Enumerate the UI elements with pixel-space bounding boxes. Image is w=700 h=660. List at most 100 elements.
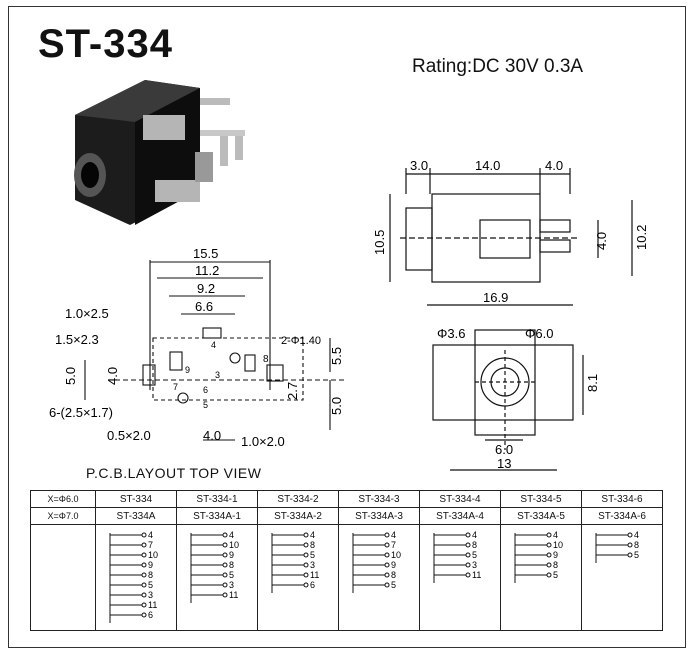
table-cell: ST-334-3 [338, 490, 420, 508]
side-view-drawing: 3.0 14.0 4.0 10.5 4.0 10.2 [372, 158, 649, 283]
table-cell: ST-334A-1 [176, 507, 258, 525]
schematic-terminal [303, 532, 309, 538]
table-cell: ST-334-4 [419, 490, 501, 508]
schematic-diagram: 485 [595, 530, 639, 563]
dim-pcb-right2: 2.7 [285, 382, 300, 400]
schematic-pin-label: 9 [148, 560, 153, 570]
schematic-terminal [465, 542, 471, 548]
dim-side-height-right: 10.2 [634, 225, 649, 250]
schematic-terminal [222, 582, 228, 588]
schematic-terminal [465, 552, 471, 558]
schematic-terminal [141, 582, 147, 588]
schematic-terminal [546, 562, 552, 568]
pin-label: 4 [211, 340, 216, 350]
table-cell: ST-334-2 [257, 490, 339, 508]
schematic-terminal [384, 572, 390, 578]
schematic-pin-label: 5 [391, 580, 396, 590]
pin-label: 5 [203, 400, 208, 410]
schematic-terminal [141, 532, 147, 538]
dim-pcb-1: 15.5 [193, 246, 218, 261]
schematic-pin-label: 8 [472, 540, 477, 550]
pin-label: 8 [263, 354, 269, 365]
schematic-terminal [141, 592, 147, 598]
schematic-terminal [384, 562, 390, 568]
schematic-pin-label: 4 [148, 530, 153, 540]
schematic-pin-label: 8 [229, 560, 234, 570]
schematic-pin-label: 11 [148, 600, 157, 610]
pad-c-label: 6-(2.5×1.7) [49, 405, 113, 420]
schematic-pin-label: 11 [472, 570, 481, 580]
pcb-layout-drawing: 15.5 11.2 9.2 6.6 1.0×2.5 1.5×2.3 6-(2.5… [49, 246, 345, 449]
schematic-terminal [303, 572, 309, 578]
front-view-drawing: 16.9 Φ3.6 Φ6.0 8.1 6.0 13 [427, 290, 600, 471]
dim-base: 13 [497, 456, 511, 471]
schematic-pin-label: 7 [148, 540, 153, 550]
schematic-terminal [546, 552, 552, 558]
schematic-terminal [141, 572, 147, 578]
table-cell: ST-334-6 [581, 490, 663, 508]
schematic-terminal [303, 582, 309, 588]
schematic-terminal [627, 532, 633, 538]
schematic-terminal [141, 602, 147, 608]
dim-side-mid: 14.0 [475, 158, 500, 173]
table-cell: ST-334A-6 [581, 507, 663, 525]
schematic-pin-label: 4 [634, 530, 639, 540]
schematic-terminal [546, 572, 552, 578]
table-cell: ST-334A-2 [257, 507, 339, 525]
schematic-terminal [222, 572, 228, 578]
schematic-terminal [384, 582, 390, 588]
table-row: X=Φ6.0 ST-334 ST-334-1 ST-334-2 ST-334-3… [30, 490, 663, 508]
dim-pcb-2: 11.2 [195, 263, 219, 278]
dim-pcb-4: 6.6 [195, 299, 213, 314]
dim-pcb-right1: 5.5 [329, 347, 344, 365]
schematic-pin-label: 5 [148, 580, 153, 590]
schematic-terminal [303, 562, 309, 568]
schematic-pin-label: 8 [310, 540, 315, 550]
schematic-pin-label: 8 [553, 560, 558, 570]
schematic-terminal [222, 562, 228, 568]
row-head: X=Φ7.0 [30, 507, 96, 525]
schematic-terminal [141, 562, 147, 568]
schematic-terminal [222, 542, 228, 548]
dim-pin-height: 4.0 [594, 232, 609, 250]
schematic-terminal [222, 592, 228, 598]
schematic-terminal [222, 552, 228, 558]
table-row: X=Φ7.0 ST-334A ST-334A-1 ST-334A-2 ST-33… [30, 507, 663, 525]
schematic-terminal [303, 552, 309, 558]
schematic-terminal [141, 612, 147, 618]
schematic-pin-label: 5 [553, 570, 558, 580]
pad-e-label: 1.0×2.0 [241, 434, 285, 449]
schematic-pin-label: 4 [229, 530, 234, 540]
dim-front-height: 8.1 [585, 374, 600, 392]
table-cell: ST-334A [95, 507, 177, 525]
row-head: X=Φ6.0 [30, 490, 96, 508]
schematic-terminal [465, 572, 471, 578]
pad-a-label: 1.0×2.5 [65, 306, 109, 321]
dim-hole-2: Φ6.0 [525, 326, 553, 341]
schematic-pin-label: 11 [229, 590, 238, 600]
schematic-pin-label: 10 [148, 550, 158, 560]
schematic-pin-label: 9 [553, 550, 558, 560]
schematic-terminal [141, 552, 147, 558]
schematic-pin-label: 8 [634, 540, 639, 550]
dim-side-left: 3.0 [410, 158, 428, 173]
schematic-pin-label: 4 [472, 530, 477, 540]
schematic-pin-label: 10 [229, 540, 239, 550]
schematic-pin-label: 8 [391, 570, 396, 580]
row-head-empty [30, 524, 96, 631]
dim-side-right: 4.0 [545, 158, 563, 173]
dim-pcb-left: 5.0 [63, 367, 78, 385]
schematic-terminal [384, 542, 390, 548]
table-cell: ST-334-5 [500, 490, 582, 508]
schematic-terminal [465, 562, 471, 568]
